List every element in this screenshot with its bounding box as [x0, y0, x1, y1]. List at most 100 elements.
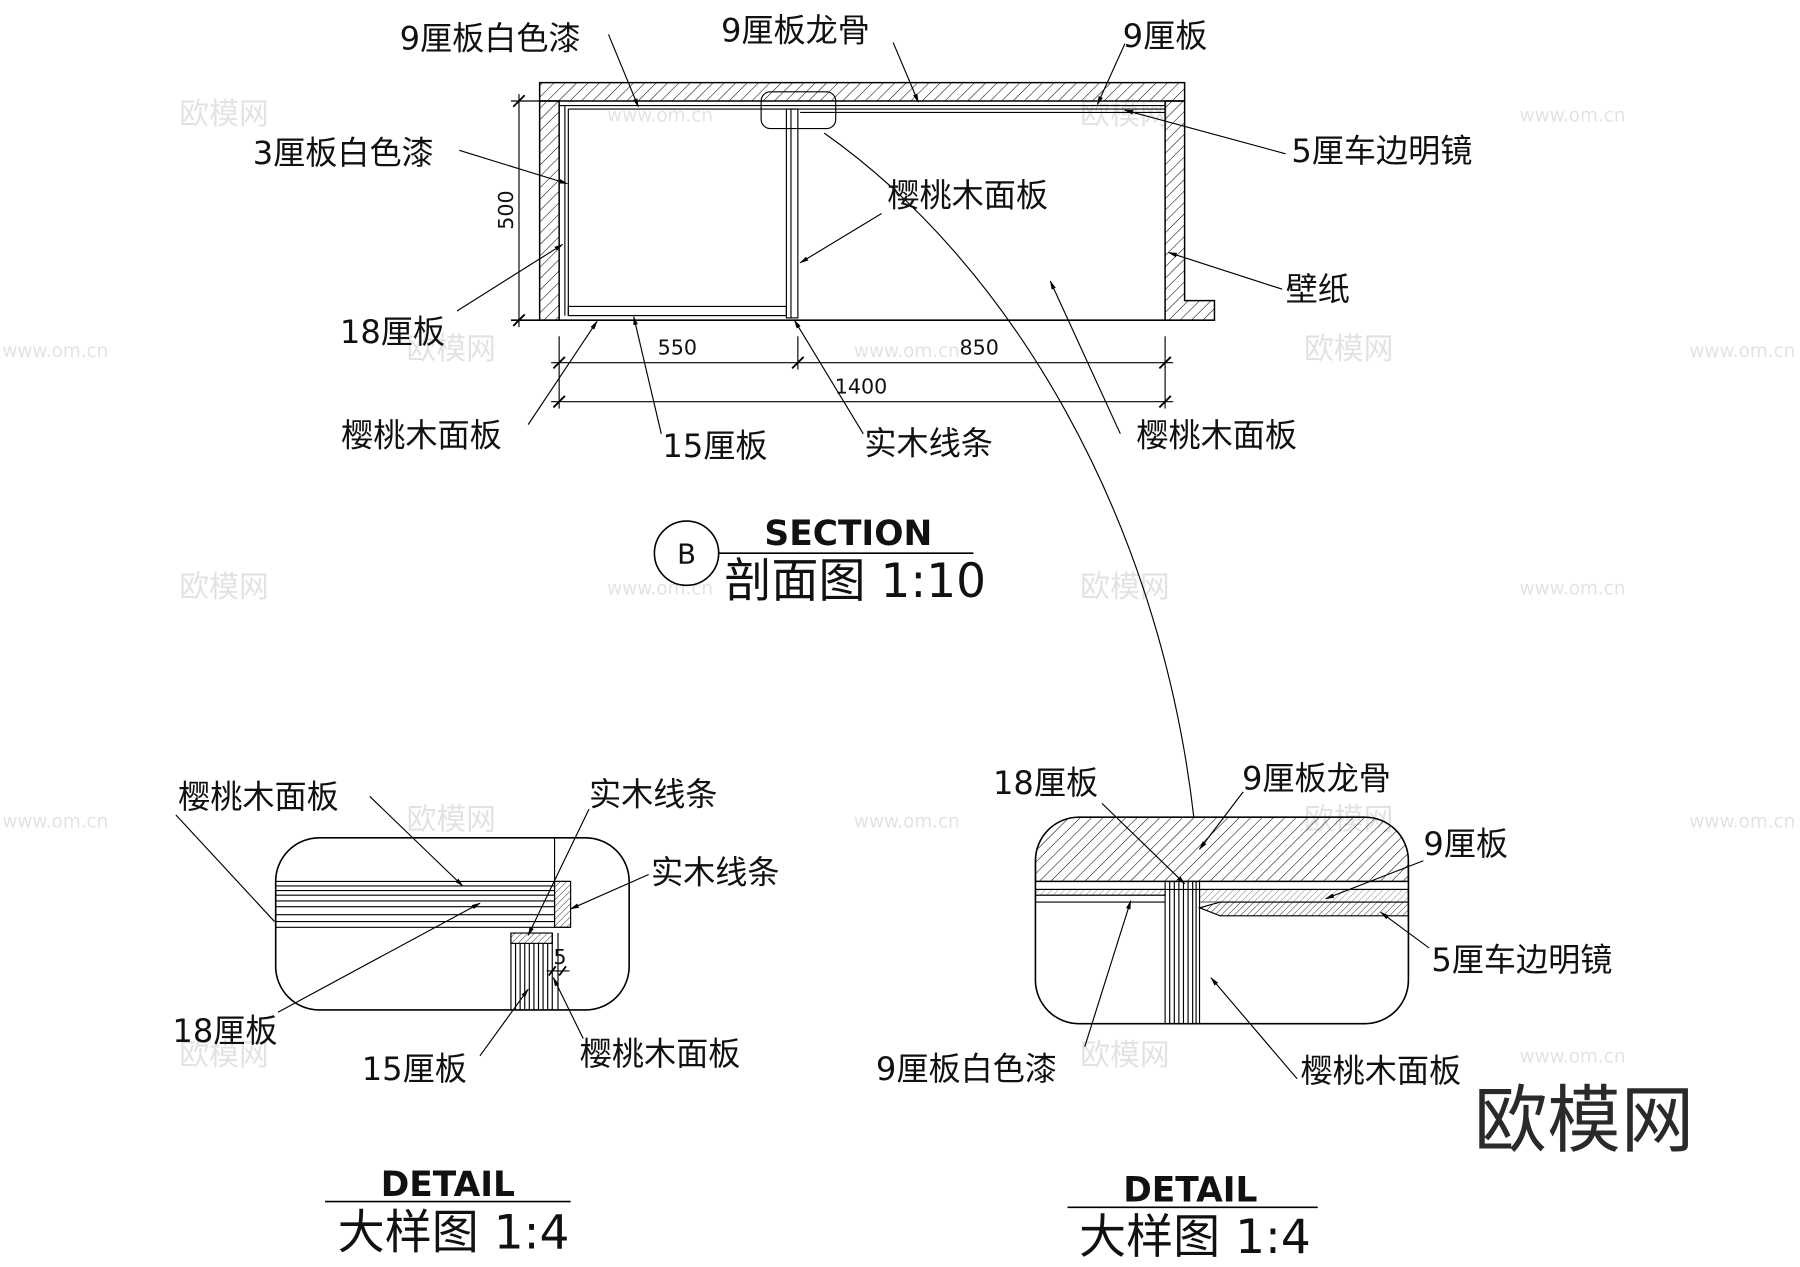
dim-5-label: 5	[553, 945, 566, 969]
leader-line	[175, 814, 275, 922]
watermark-site-text: www.om.cn	[1520, 1047, 1626, 1068]
label-white-paint-board: 9厘板白色漆	[876, 1050, 1057, 1088]
dim-tick	[558, 965, 567, 977]
detail-left-title-en: DETAIL	[381, 1165, 515, 1205]
dim-tick	[512, 94, 526, 108]
keel-board-hatch	[1035, 817, 1409, 883]
watermark-site-text: www.om.cn	[1689, 811, 1795, 832]
leader-line	[527, 320, 598, 425]
leader-line	[552, 976, 584, 1039]
label-solid-wood-strip: 实木线条	[864, 424, 993, 462]
watermark-brand-text: 欧模网	[407, 803, 496, 838]
solid-wood-strip-block	[553, 880, 572, 928]
detail-right-drawing: 18厘板 9厘板龙骨 9厘板 5厘车边明镜 9厘板白色漆 樱桃木面板 DETAI…	[876, 760, 1613, 1266]
leader-line	[1096, 43, 1126, 106]
section-title-en: SECTION	[764, 514, 932, 554]
dim-left-width-label: 550	[658, 336, 697, 360]
leader-line	[527, 808, 590, 937]
leader-line	[1101, 802, 1186, 885]
watermark-site-text: www.om.cn	[1520, 578, 1626, 599]
dim-tick	[1158, 356, 1172, 370]
divider-panel	[785, 108, 799, 319]
watermark-site-text: www.om.cn	[607, 106, 713, 127]
watermark-brand-text: 欧模网	[1080, 570, 1169, 605]
mirror-bevel-band	[1197, 901, 1409, 917]
detail-callout-bubble	[760, 91, 837, 130]
detail-left-title-cn: 大样图 1:4	[338, 1206, 570, 1261]
dim-tick	[552, 356, 566, 370]
leader-line	[1167, 251, 1283, 290]
watermark-brand-text: 欧模网	[179, 97, 268, 132]
dim-tick	[552, 395, 566, 409]
leader-line	[892, 42, 919, 103]
board-9-left	[1035, 888, 1166, 896]
leader-line	[1380, 911, 1430, 949]
detail-left-layers	[275, 837, 572, 1010]
label-mirror: 5厘车边明镜	[1431, 941, 1612, 979]
label-mirror: 5厘车边明镜	[1291, 132, 1472, 170]
watermark-site-text: www.om.cn	[1520, 106, 1626, 127]
watermark-site-text: www.om.cn	[854, 341, 960, 362]
detail-left-frame	[274, 836, 630, 1011]
detail-left-drawing: 5 樱桃木面板 实木线条 实木线条 18厘板 15厘板 樱桃木面板 DETAIL…	[172, 776, 779, 1261]
top-wall-hatch	[538, 81, 1186, 102]
label-board-15: 15厘板	[662, 427, 767, 465]
watermark-brand-text: 欧模网	[407, 332, 496, 367]
bottom-shelf-board	[567, 305, 787, 317]
dim-tick	[791, 356, 805, 370]
label-board-9: 9厘板	[1423, 825, 1508, 863]
detail-right-frame	[1034, 816, 1410, 1025]
right-wall-hatch	[1164, 100, 1216, 321]
dim-right-width-label: 850	[959, 336, 998, 360]
label-board-18: 18厘板	[172, 1012, 277, 1050]
label-cherry-panel-bottom: 樱桃木面板	[580, 1035, 741, 1073]
label-top-white-paint-board: 9厘板白色漆	[400, 19, 581, 57]
leader-line	[1049, 280, 1121, 435]
label-cherry-panel-bottom-right: 樱桃木面板	[1136, 416, 1297, 454]
leader-line	[1324, 860, 1424, 900]
label-cherry-panel-center: 樱桃木面板	[887, 177, 1048, 215]
detail-right-title-cn: 大样图 1:4	[1079, 1210, 1311, 1265]
dim-height-label: 500	[494, 190, 518, 229]
watermark-brand-text: 欧模网	[179, 570, 268, 605]
label-wallpaper: 壁纸	[1286, 271, 1350, 309]
detail-right-layers	[1035, 817, 1409, 1024]
dim-tick	[512, 313, 526, 327]
section-title-cn: 剖面图 1:10	[724, 554, 986, 609]
leader-line	[456, 243, 564, 312]
leader-line	[277, 902, 481, 1013]
watermark-site-text: www.om.cn	[1689, 341, 1795, 362]
label-keel-board: 9厘板龙骨	[1242, 760, 1391, 798]
label-top-keel-board: 9厘板龙骨	[721, 11, 870, 49]
label-cherry-panel: 樱桃木面板	[1301, 1052, 1462, 1090]
watermark-brand-text: 欧模网	[1304, 332, 1393, 367]
dim-tick	[1158, 395, 1172, 409]
left-wall-hatch	[538, 100, 560, 321]
leader-line	[1198, 791, 1244, 850]
label-solid-wood-strip-top: 实木线条	[589, 776, 718, 814]
leader-line	[633, 315, 662, 434]
leader-line	[369, 796, 464, 887]
label-top-board: 9厘板	[1123, 17, 1208, 55]
stack-top-strip	[510, 932, 553, 944]
watermark-site-text: www.om.cn	[854, 811, 960, 832]
label-cherry-panel-top: 樱桃木面板	[178, 778, 339, 816]
section-marker-letter: B	[677, 538, 696, 570]
leader-line	[459, 149, 569, 185]
watermark-site-text: www.om.cn	[2, 341, 108, 362]
label-board-18: 18厘板	[993, 764, 1098, 802]
leader-line	[1084, 900, 1132, 1047]
leader-line	[569, 873, 649, 910]
detail-right-title-en: DETAIL	[1123, 1171, 1257, 1211]
section-drawing: 500 550 850 1400 9厘板白色漆 9厘板龙骨 9厘板 3厘板白色漆	[253, 11, 1472, 818]
watermark-site-text: www.om.cn	[2, 811, 108, 832]
leader-line	[479, 988, 529, 1057]
label-cherry-panel-bottom-left: 樱桃木面板	[341, 416, 502, 454]
leader-line	[799, 212, 882, 264]
board-9-right	[1198, 888, 1409, 903]
detail-connector-arc	[823, 132, 1195, 818]
leader-line	[1210, 977, 1298, 1080]
leader-line	[793, 319, 864, 435]
dim-total-width-label: 1400	[835, 375, 888, 399]
watermark-site-text: www.om.cn	[607, 578, 713, 599]
